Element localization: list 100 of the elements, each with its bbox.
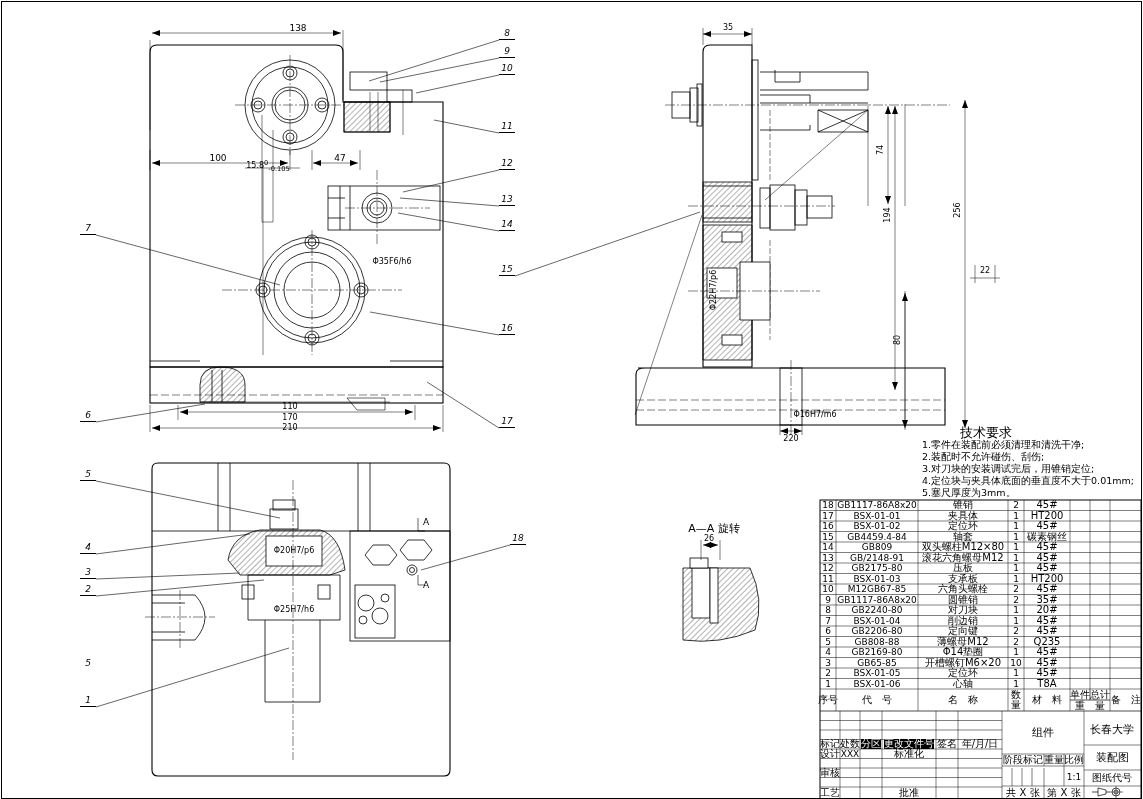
dimension-text: 256 xyxy=(954,202,962,218)
part-number: 8 xyxy=(825,605,831,615)
quantity: 1 xyxy=(1013,574,1019,584)
title-block-text: XXX xyxy=(840,749,860,759)
quantity: 10 xyxy=(1010,658,1022,668)
callout-number: 17 xyxy=(499,417,515,428)
part-name: 支承板 xyxy=(948,573,978,584)
leader-line xyxy=(397,212,500,232)
part-code: GB808-88 xyxy=(854,637,900,647)
part-code: BSX-01-03 xyxy=(853,574,901,584)
leader-line xyxy=(369,311,500,336)
quantity: 1 xyxy=(1013,679,1019,689)
callout-number: 4 xyxy=(80,543,96,554)
part-number: 11 xyxy=(822,574,834,584)
leader-line xyxy=(420,544,511,571)
quantity: 1 xyxy=(1013,511,1019,521)
part-code: GB1117-86A8x20 xyxy=(837,595,917,605)
callout-number: 6 xyxy=(80,411,96,422)
callout-number: 10 xyxy=(499,64,515,75)
quantity: 1 xyxy=(1013,553,1019,563)
part-name: 轴套 xyxy=(953,531,973,542)
table-header: 总计 xyxy=(1090,689,1110,700)
part-name: 心轴 xyxy=(953,678,973,689)
callout-number: 16 xyxy=(499,324,515,335)
leader-line xyxy=(95,480,281,519)
material: 45# xyxy=(1036,521,1058,532)
table-header: 材 料 xyxy=(1032,695,1062,705)
part-number: 10 xyxy=(822,584,834,594)
part-number: 1 xyxy=(825,679,831,689)
table-header: 重 量 xyxy=(1075,700,1105,711)
material: HT200 xyxy=(1030,510,1064,521)
requirement-text: 2.装配时不允许碰伤、刮伤; xyxy=(922,452,1045,462)
quantity: 1 xyxy=(1013,616,1019,626)
material: 45# xyxy=(1036,584,1058,595)
quantity: 1 xyxy=(1013,521,1019,531)
title-block-text: 第 X 张 xyxy=(1047,787,1081,798)
title-block-text: 阶段标记 xyxy=(1003,755,1043,765)
material: 45# xyxy=(1036,657,1058,668)
part-name: 开槽螺钉M6×20 xyxy=(924,657,1002,668)
material: 45# xyxy=(1036,615,1058,626)
dimension-text: 194 xyxy=(884,207,892,223)
part-name: 圆锥销 xyxy=(948,594,978,605)
part-number: 5 xyxy=(825,637,831,647)
leader-line xyxy=(95,403,206,423)
quantity: 1 xyxy=(1013,563,1019,573)
part-code: GB/2148-91 xyxy=(850,553,904,563)
section-letter: A xyxy=(422,517,430,527)
title-block-text: 设计 xyxy=(820,748,840,759)
leader-line xyxy=(95,533,251,555)
material: HT200 xyxy=(1030,573,1064,584)
part-name: 定位环 xyxy=(948,668,978,679)
leader-line xyxy=(514,211,701,277)
material: 20# xyxy=(1036,605,1058,616)
part-name: 削边销 xyxy=(948,615,978,626)
callout-number: 2 xyxy=(80,585,96,596)
leader-line xyxy=(368,39,500,82)
dimension-text: 210 xyxy=(282,424,298,432)
title-block-text: 处数 xyxy=(840,739,860,750)
leader-line xyxy=(379,57,500,83)
quantity: 1 xyxy=(1013,532,1019,542)
title-block-text: 比例 xyxy=(1064,755,1084,765)
material: Q235 xyxy=(1033,636,1061,647)
part-code: GB4459.4-84 xyxy=(847,532,907,542)
leader-line xyxy=(95,234,281,286)
part-code: BSX-01-05 xyxy=(853,668,901,678)
dimension-text: 22 xyxy=(979,267,991,275)
table-header: 数量 xyxy=(1010,690,1022,710)
dimension-text: 170 xyxy=(282,414,298,422)
part-number: 17 xyxy=(822,511,834,521)
requirement-text: 5.塞尺厚度为3mm。 xyxy=(922,488,1016,498)
callout-number: 8 xyxy=(499,29,515,40)
title-block-text: 更改文件号 xyxy=(884,739,934,750)
material: 45# xyxy=(1036,500,1058,511)
title-block-text: 装配图 xyxy=(1095,751,1129,763)
requirement-text: 1.零件在装配前必须清理和清洗干净; xyxy=(922,440,1085,450)
quantity: 2 xyxy=(1013,595,1019,605)
fit-tolerance-text: Φ20H7/p6 xyxy=(273,547,315,555)
title-block-text: 标记 xyxy=(820,739,840,750)
part-code: BSX-01-04 xyxy=(853,616,901,626)
part-number: 18 xyxy=(822,500,834,510)
part-name: 对刀块 xyxy=(948,605,978,616)
table-header: 代 号 xyxy=(862,695,892,705)
part-code: GB1117-86A8x20 xyxy=(837,500,917,510)
requirement-text: 3.对刀块的安装调试完后，用锥销定位; xyxy=(922,464,1095,474)
material: T8A xyxy=(1037,678,1057,689)
dimension-text: 80 xyxy=(894,334,902,346)
callout-number: 7 xyxy=(80,224,96,235)
material: 45# xyxy=(1036,626,1058,637)
title-block-text: 组件 xyxy=(1032,726,1054,738)
title-block-text: 共 X 张 xyxy=(1006,787,1040,798)
table-header: 名 称 xyxy=(948,695,978,705)
leader-line xyxy=(95,572,241,580)
quantity: 2 xyxy=(1013,637,1019,647)
title-block-text: 1:1 xyxy=(1066,772,1082,782)
callout-number: 11 xyxy=(499,122,515,133)
title-block-text: 审核 xyxy=(820,767,840,778)
quantity: 2 xyxy=(1013,584,1019,594)
part-code: M12GB67-85 xyxy=(847,584,907,594)
title-block-text: 批准 xyxy=(899,787,919,798)
part-code: GB2240-80 xyxy=(851,605,903,615)
